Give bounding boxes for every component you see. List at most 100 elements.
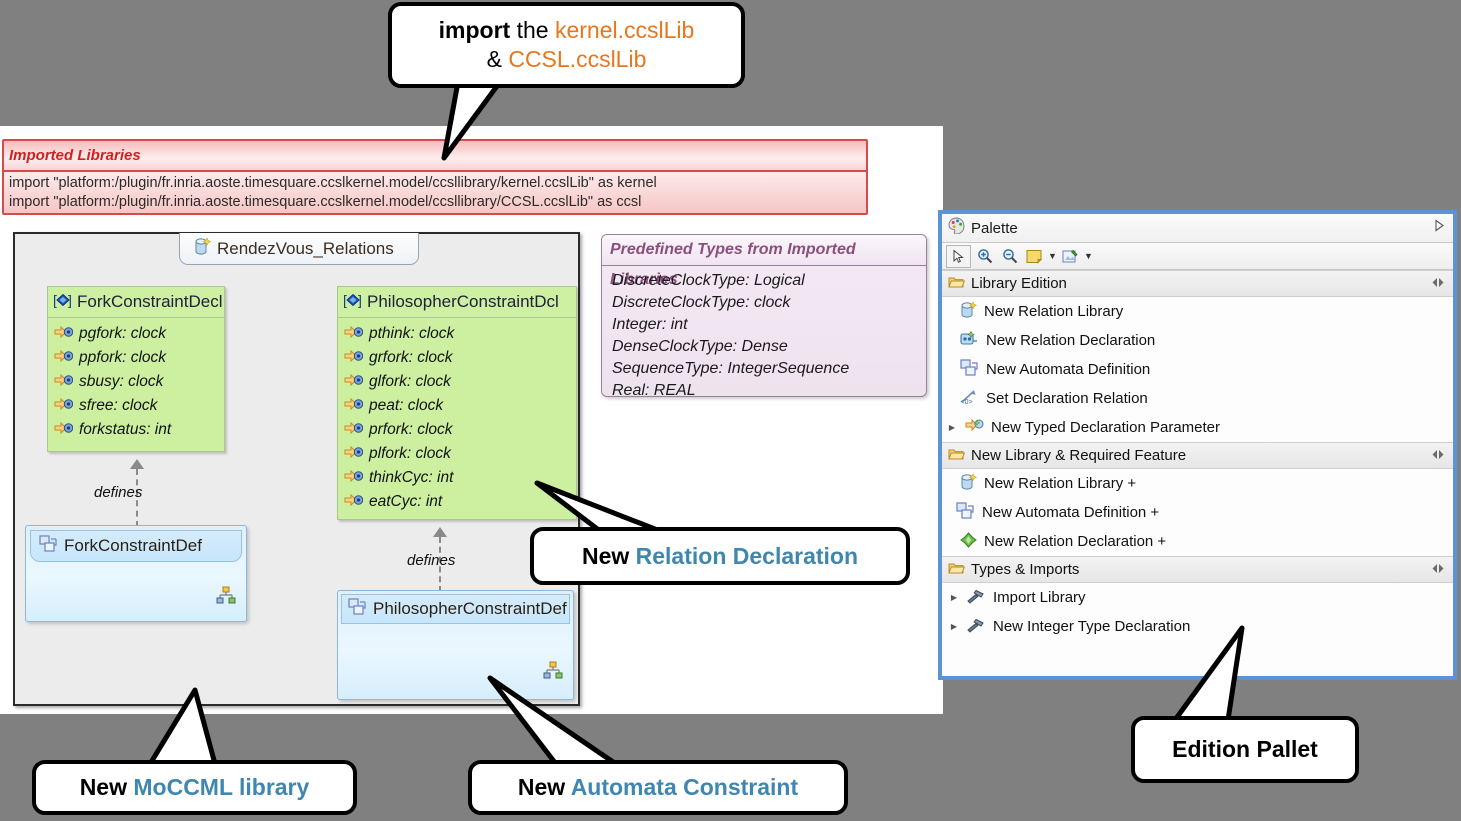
note-icon[interactable] — [1023, 246, 1046, 267]
collapse-arrows-icon[interactable] — [1431, 275, 1445, 292]
triangle-right-icon[interactable] — [1433, 219, 1445, 237]
import-statement-line[interactable]: import "platform:/plugin/fr.inria.aoste.… — [9, 175, 657, 191]
palette-item-label: Set Declaration Relation — [986, 390, 1148, 407]
predefined-type-entry: DiscreteClockType: Logical — [612, 272, 805, 289]
callout-new-moccml-library: New MoCCML library — [32, 760, 357, 815]
palette-item-new-integer-type-declaration[interactable]: ▶ New Integer Type Declaration — [942, 612, 1453, 641]
expander-arrow-icon[interactable]: ▶ — [948, 423, 956, 432]
relation-declaration-icon: [ ] — [53, 292, 73, 313]
uml-class-header: [ ] ForkConstraintDecl — [48, 287, 224, 318]
palette-group-types-imports[interactable]: Types & Imports — [942, 556, 1453, 583]
green-diamond-icon — [960, 531, 977, 552]
expander-arrow-icon[interactable]: ▶ — [950, 593, 958, 602]
zoom-in-icon[interactable] — [973, 246, 996, 267]
palette-item-new-relation-declaration[interactable]: New Relation Declaration — [942, 326, 1453, 355]
uml-class-header: [ ] PhilosopherConstraintDcl — [338, 287, 576, 318]
select-arrow-icon[interactable] — [946, 244, 971, 268]
svg-text:[: [ — [343, 292, 347, 308]
palette-toolbar[interactable]: ▼ ▼ — [942, 243, 1453, 270]
attachment-dropdown-caret-icon[interactable]: ▼ — [1084, 251, 1093, 261]
uml-attribute[interactable]: ppfork: clock — [54, 346, 224, 370]
svg-text:]: ] — [68, 292, 72, 308]
uml-attribute-list: pgfork: clock ppfork: clock sbusy: clock… — [48, 318, 224, 444]
uml-class-fork-constraint-decl[interactable]: [ ] ForkConstraintDecl pgfork: clock ppf… — [47, 286, 225, 452]
uml-attribute-label: glfork: clock — [369, 373, 451, 390]
uml-attribute-label: eatCyc: int — [369, 493, 443, 510]
palette-panel[interactable]: Palette ▼ ▼ Library Edition — [938, 210, 1457, 680]
uml-attribute[interactable]: pthink: clock — [344, 322, 576, 346]
predefined-types-list: DiscreteClockType: Logical DiscreteClock… — [602, 266, 926, 396]
palette-item-import-library[interactable]: ▶ Import Library — [942, 583, 1453, 612]
svg-text:<0>: <0> — [961, 399, 973, 405]
predefined-type-entry: DenseClockType: Dense — [612, 338, 788, 355]
predefined-type-entry: DiscreteClockType: clock — [612, 294, 791, 311]
callout-label: Edition Pallet — [1172, 736, 1318, 763]
generalization-arrow — [433, 527, 447, 537]
palette-item-new-automata-definition[interactable]: New Automata Definition — [942, 355, 1453, 384]
palette-item-label: New Relation Declaration — [986, 332, 1156, 349]
palette-header: Palette — [942, 214, 1453, 243]
palette-item-new-relation-declaration-plus[interactable]: New Relation Declaration + — [942, 527, 1453, 556]
import-statement-line[interactable]: import "platform:/plugin/fr.inria.aoste.… — [9, 194, 642, 210]
callout-import-amp: & — [486, 46, 509, 72]
parameter-icon — [344, 397, 364, 416]
uml-class-header: PhilosopherConstraintDef — [341, 594, 570, 624]
uml-attribute[interactable]: sbusy: clock — [54, 370, 224, 394]
uml-attribute-label: sbusy: clock — [79, 373, 164, 390]
parameter-icon — [344, 325, 364, 344]
uml-attribute-label: pgfork: clock — [79, 325, 167, 342]
open-folder-icon — [948, 447, 966, 465]
attachment-note-icon[interactable] — [1059, 246, 1082, 267]
imported-libraries-box[interactable]: Imported Libraries import "platform:/plu… — [2, 139, 868, 215]
uml-attribute[interactable]: glfork: clock — [344, 370, 576, 394]
automata-definition-icon — [956, 501, 975, 524]
palette-item-set-declaration-relation[interactable]: <0> Set Declaration Relation — [942, 384, 1453, 413]
automata-definition-icon — [348, 597, 368, 621]
uml-attribute-label: pthink: clock — [369, 325, 455, 342]
relation-declaration-icon: [ ] — [343, 292, 363, 313]
set-declaration-relation-icon: <0> — [960, 388, 979, 409]
parameter-icon — [344, 493, 364, 512]
expander-arrow-icon[interactable]: ▶ — [950, 622, 958, 631]
uml-attribute[interactable]: prfork: clock — [344, 418, 576, 442]
uml-class-body — [26, 562, 246, 617]
collapse-arrows-icon[interactable] — [1431, 561, 1445, 578]
palette-group-label: New Library & Required Feature — [971, 447, 1187, 464]
typed-parameter-icon — [965, 418, 984, 437]
callout-accent: Relation Declaration — [635, 542, 859, 569]
note-dropdown-caret-icon[interactable]: ▼ — [1048, 251, 1057, 261]
uml-attribute[interactable]: pgfork: clock — [54, 322, 224, 346]
uml-attribute[interactable]: forkstatus: int — [54, 418, 224, 442]
uml-class-fork-constraint-def[interactable]: ForkConstraintDef — [25, 525, 247, 622]
parameter-icon — [54, 421, 74, 440]
palette-group-new-library-required-feature[interactable]: New Library & Required Feature — [942, 442, 1453, 469]
predefined-types-box[interactable]: Predefined Types from Imported Libraries… — [601, 234, 927, 397]
uml-attribute[interactable]: plfork: clock — [344, 442, 576, 466]
callout-import-accent-2: CCSL.ccslLib — [508, 46, 647, 72]
parameter-icon — [54, 349, 74, 368]
callout-import-libraries: import the kernel.ccslLib & CCSL.ccslLib — [388, 2, 745, 88]
palette-group-library-edition[interactable]: Library Edition — [942, 270, 1453, 297]
uml-class-philosopher-constraint-dcl[interactable]: [ ] PhilosopherConstraintDcl pthink: clo… — [337, 286, 577, 520]
uml-class-name: PhilosopherConstraintDef — [373, 599, 567, 618]
uml-attribute-label: grfork: clock — [369, 349, 453, 366]
palette-item-new-relation-library-plus[interactable]: New Relation Library + — [942, 469, 1453, 498]
callout-new-automata-constraint: New Automata Constraint — [468, 760, 848, 815]
zoom-out-icon[interactable] — [998, 246, 1021, 267]
diagram-tab-rendezvous-relations[interactable]: RendezVous_Relations — [179, 233, 419, 265]
collapse-arrows-icon[interactable] — [1431, 447, 1445, 464]
uml-class-philosopher-constraint-def[interactable]: PhilosopherConstraintDef — [337, 590, 574, 700]
uml-attribute[interactable]: peat: clock — [344, 394, 576, 418]
uml-attribute[interactable]: eatCyc: int — [344, 490, 576, 514]
uml-attribute[interactable]: grfork: clock — [344, 346, 576, 370]
svg-text:[: [ — [53, 292, 57, 308]
palette-item-new-automata-definition-plus[interactable]: New Automata Definition + — [942, 498, 1453, 527]
palette-item-new-relation-library[interactable]: New Relation Library — [942, 297, 1453, 326]
uml-attribute[interactable]: sfree: clock — [54, 394, 224, 418]
palette-item-new-typed-declaration-parameter[interactable]: ▶ New Typed Declaration Parameter — [942, 413, 1453, 442]
defines-label: defines — [94, 484, 143, 501]
uml-attribute[interactable]: thinkCyc: int — [344, 466, 576, 490]
uml-attribute-label: plfork: clock — [369, 445, 451, 462]
palette-item-label: New Relation Library — [984, 303, 1124, 320]
generalization-line — [439, 537, 441, 592]
